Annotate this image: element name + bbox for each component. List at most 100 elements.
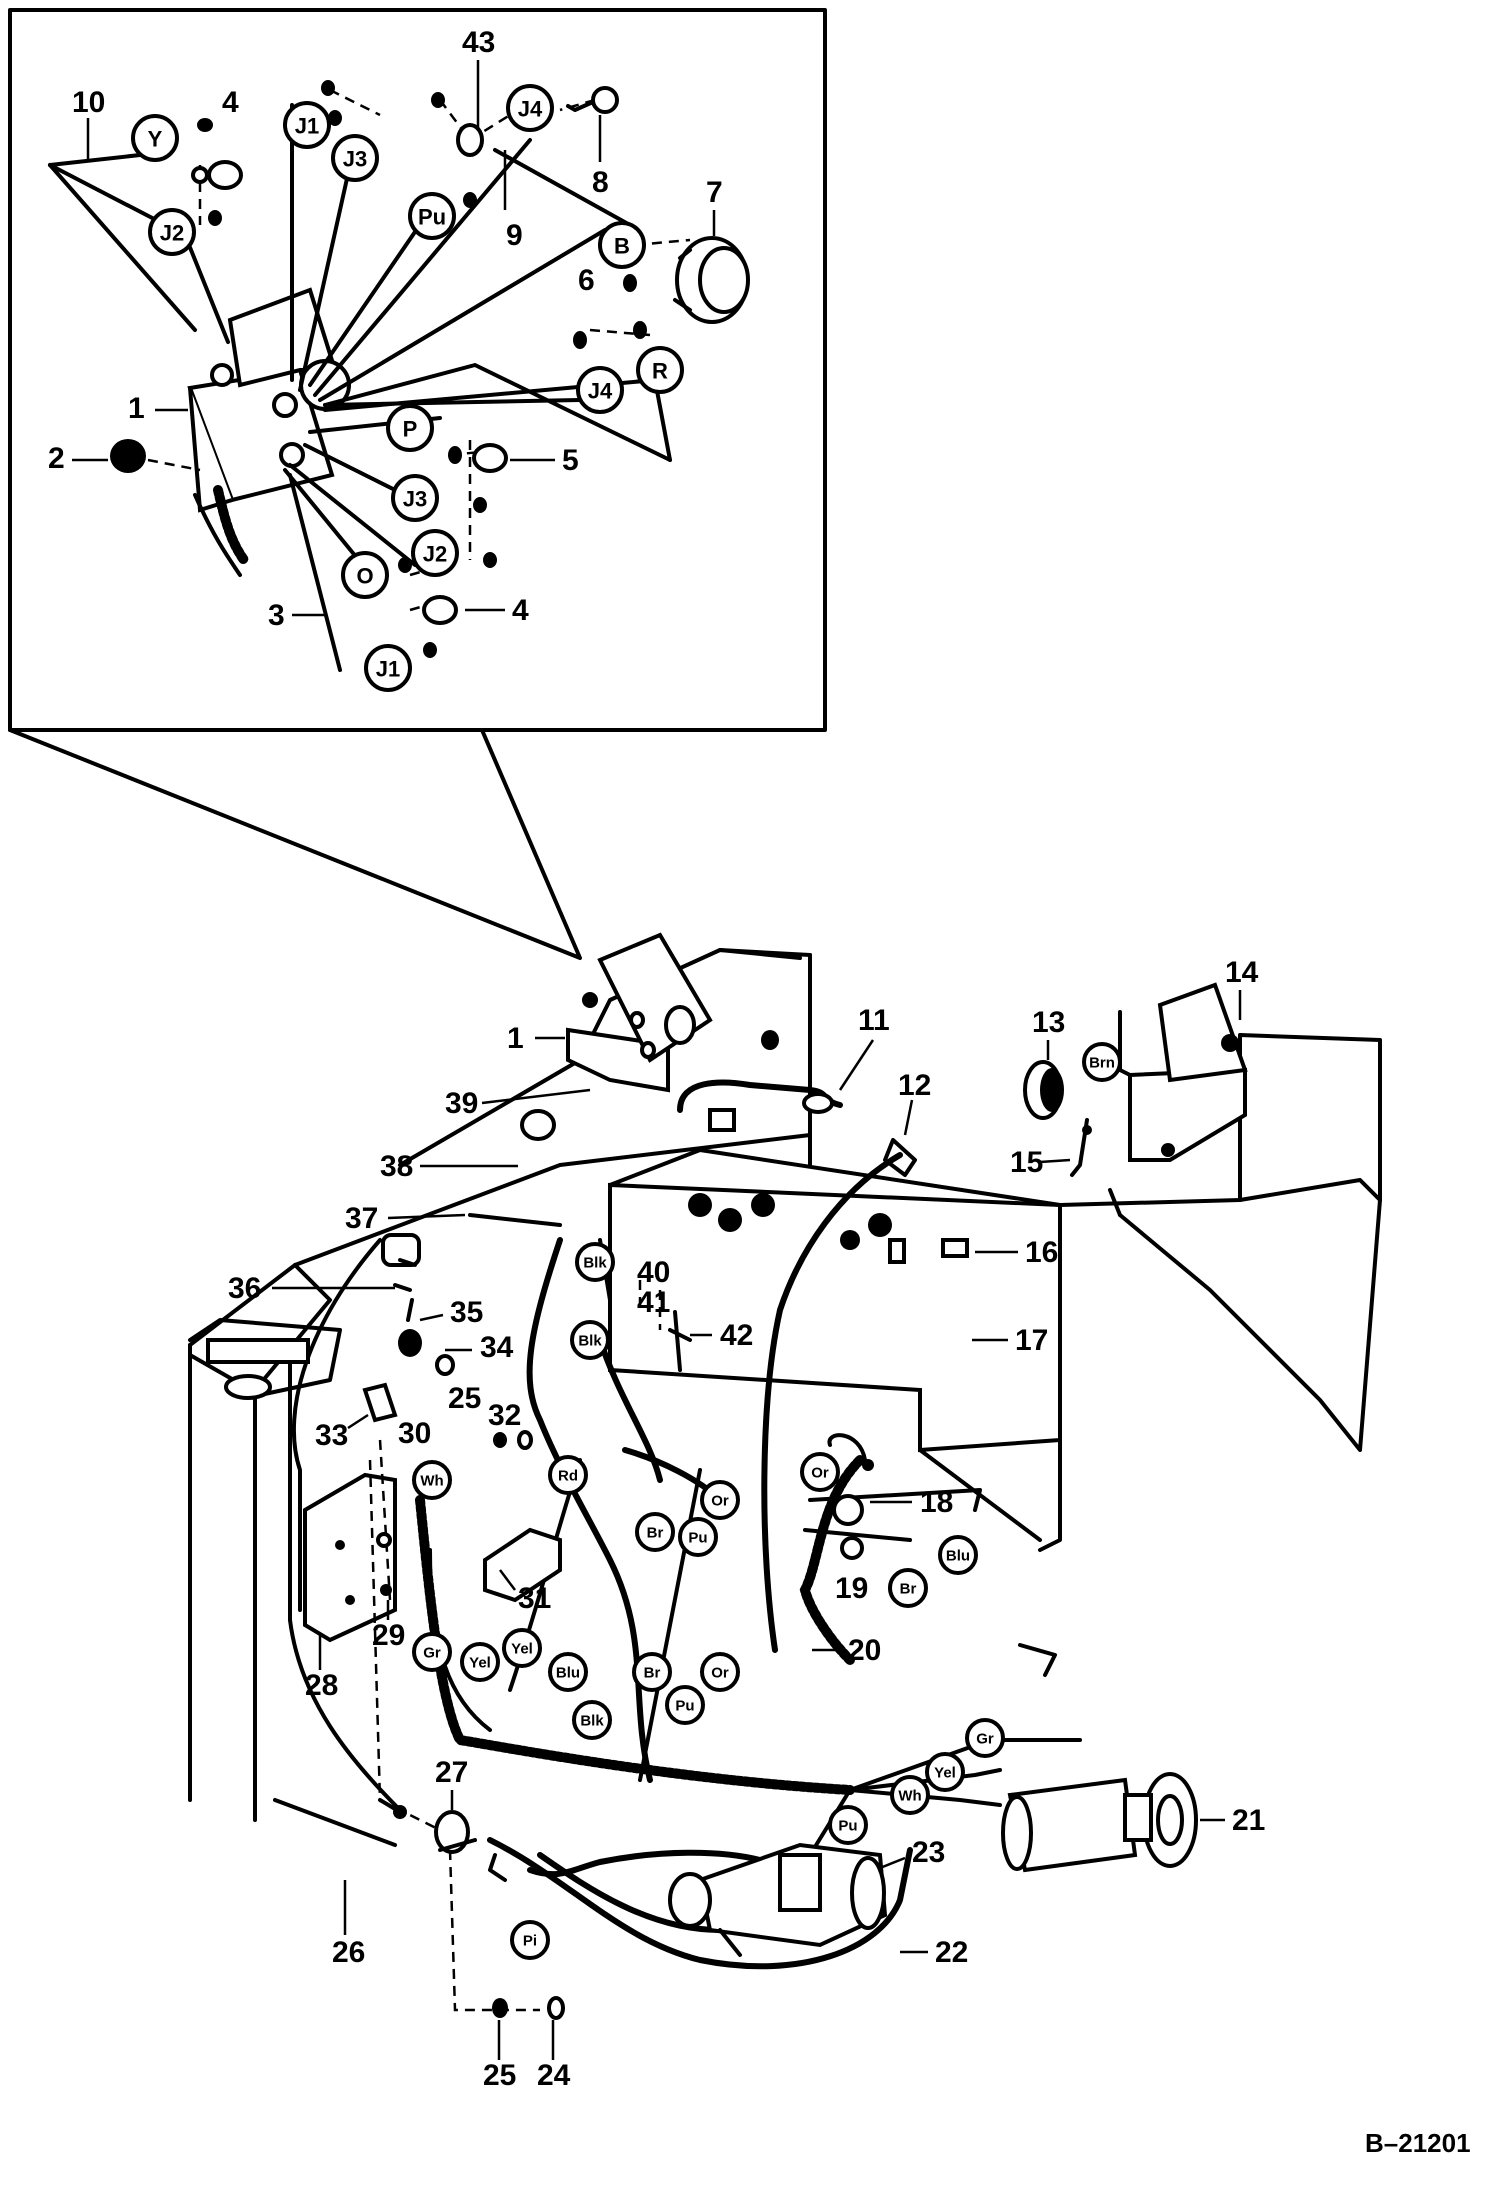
wire-tag-wh-lower: Wh bbox=[890, 1775, 930, 1815]
svg-text:Blu: Blu bbox=[556, 1665, 580, 1682]
svg-text:Y: Y bbox=[148, 127, 163, 152]
svg-text:Wh: Wh bbox=[420, 1473, 443, 1490]
callout-11: 11 bbox=[858, 1004, 890, 1037]
callout-33: 33 bbox=[315, 1419, 348, 1452]
inset-frame bbox=[8, 8, 827, 732]
svg-text:Blk: Blk bbox=[580, 1713, 604, 1730]
svg-text:Blk: Blk bbox=[583, 1255, 607, 1272]
inset-tag-j2-lower: J2 bbox=[411, 529, 459, 577]
callout-15: 15 bbox=[1010, 1146, 1043, 1179]
wire-tag-or-upper: Or bbox=[700, 1480, 740, 1520]
sender-units bbox=[827, 1433, 874, 1560]
wire-tag-or-right: Or bbox=[800, 1452, 840, 1492]
svg-text:J4: J4 bbox=[518, 97, 543, 122]
callout-8: 8 bbox=[592, 166, 609, 199]
callout-4-lower: 4 bbox=[512, 594, 529, 627]
inset-tag-p: P bbox=[386, 404, 434, 452]
wire-tag-gr-right: Gr bbox=[965, 1718, 1005, 1758]
svg-text:Pu: Pu bbox=[688, 1530, 707, 1547]
inset-connectors bbox=[191, 80, 691, 658]
callout-3: 3 bbox=[268, 599, 285, 632]
inset-tag-j4-lower: J4 bbox=[576, 366, 624, 414]
callout-24: 24 bbox=[537, 2059, 571, 2092]
svg-text:Br: Br bbox=[644, 1665, 661, 1682]
callout-17: 17 bbox=[1015, 1324, 1048, 1357]
svg-text:Pu: Pu bbox=[418, 205, 446, 230]
relay-and-bracket bbox=[303, 1439, 562, 1832]
inset-tag-b: B bbox=[598, 221, 646, 269]
callout-20: 20 bbox=[848, 1634, 881, 1667]
inset-tag-j1-lower: J1 bbox=[364, 644, 412, 692]
callout-7: 7 bbox=[706, 176, 723, 209]
alternator bbox=[1001, 1772, 1198, 1873]
wire-tag-br-right: Br bbox=[888, 1568, 928, 1608]
inset-panel-body bbox=[187, 287, 351, 577]
callout-13: 13 bbox=[1032, 1006, 1065, 1039]
callout-41: 41 bbox=[637, 1286, 670, 1319]
svg-text:Or: Or bbox=[711, 1493, 729, 1510]
wire-tag-pi: Pi bbox=[510, 1920, 550, 1960]
svg-text:Br: Br bbox=[900, 1581, 917, 1598]
wire-tag-blu-mid: Blu bbox=[548, 1652, 588, 1692]
wire-tag-yel-left: Yel bbox=[460, 1642, 500, 1682]
wire-tag-or-lower: Or bbox=[700, 1652, 740, 1692]
svg-text:J1: J1 bbox=[376, 657, 400, 682]
callout-36: 36 bbox=[228, 1272, 261, 1305]
right-switch-panel bbox=[1118, 982, 1248, 1162]
inset-tag-pu: Pu bbox=[408, 192, 456, 240]
inset-knob bbox=[110, 439, 201, 473]
callout-1-main: 1 bbox=[507, 1022, 524, 1055]
wire-tag-blk-lower: Blk bbox=[572, 1700, 612, 1740]
starter-motor bbox=[668, 1842, 888, 1957]
wire-tag-yel-right: Yel bbox=[925, 1752, 965, 1792]
svg-text:R: R bbox=[652, 359, 668, 384]
svg-text:Pi: Pi bbox=[523, 1933, 537, 1950]
inset-tag-j2-upper: J2 bbox=[148, 208, 196, 256]
callout-5: 5 bbox=[562, 444, 579, 477]
wire-tag-blu-right: Blu bbox=[938, 1535, 978, 1575]
svg-text:J3: J3 bbox=[343, 147, 367, 172]
fuel-solenoid-assembly bbox=[378, 1798, 565, 2020]
callout-1-inset: 1 bbox=[128, 392, 145, 425]
svg-text:Or: Or bbox=[711, 1665, 729, 1682]
svg-text:Yel: Yel bbox=[511, 1641, 533, 1658]
left-tank bbox=[188, 1318, 342, 1400]
callout-38: 38 bbox=[380, 1150, 413, 1183]
hour-meter-13 bbox=[1023, 1060, 1092, 1177]
svg-text:Wh: Wh bbox=[898, 1788, 921, 1805]
callout-23: 23 bbox=[912, 1836, 945, 1869]
inset-tag-y: Y bbox=[131, 114, 179, 162]
callout-22: 22 bbox=[935, 1936, 968, 1969]
wire-tag-brn: Brn bbox=[1082, 1042, 1122, 1082]
svg-text:Yel: Yel bbox=[469, 1655, 491, 1672]
inset-tag-j3-lower: J3 bbox=[391, 474, 439, 522]
reference-mark bbox=[1018, 1643, 1057, 1677]
inset-tag-j3-upper: J3 bbox=[331, 134, 379, 182]
wire-tag-yel-mid: Yel bbox=[502, 1628, 542, 1668]
callout-25-lower: 25 bbox=[483, 2059, 516, 2092]
callout-31: 31 bbox=[518, 1582, 551, 1615]
svg-text:Or: Or bbox=[811, 1465, 829, 1482]
wire-tag-pu-starter: Pu bbox=[828, 1805, 868, 1845]
inset-tag-j4-upper: J4 bbox=[506, 84, 554, 132]
callout-27: 27 bbox=[435, 1756, 468, 1789]
callout-40: 40 bbox=[637, 1256, 670, 1289]
svg-text:O: O bbox=[356, 564, 373, 589]
main-assembly: 1 11 12 13 14 15 16 17 18 19 20 21 22 23… bbox=[188, 932, 1382, 2092]
callout-9: 9 bbox=[506, 219, 523, 252]
callout-43: 43 bbox=[462, 26, 495, 59]
svg-text:J3: J3 bbox=[403, 487, 427, 512]
callout-2: 2 bbox=[48, 442, 65, 475]
wire-tag-rd: Rd bbox=[548, 1455, 588, 1495]
callout-34: 34 bbox=[480, 1331, 514, 1364]
callout-42: 42 bbox=[720, 1319, 753, 1352]
svg-text:Gr: Gr bbox=[976, 1731, 994, 1748]
wire-tag-pu-upper: Pu bbox=[678, 1517, 718, 1557]
callout-28: 28 bbox=[305, 1669, 338, 1702]
callout-4-upper: 4 bbox=[222, 86, 239, 119]
svg-text:Brn: Brn bbox=[1089, 1055, 1115, 1072]
inset-tag-r: R bbox=[636, 346, 684, 394]
svg-text:J2: J2 bbox=[160, 221, 184, 246]
svg-text:Blk: Blk bbox=[578, 1333, 602, 1350]
figure-code: B–21201 bbox=[1365, 2128, 1471, 2158]
